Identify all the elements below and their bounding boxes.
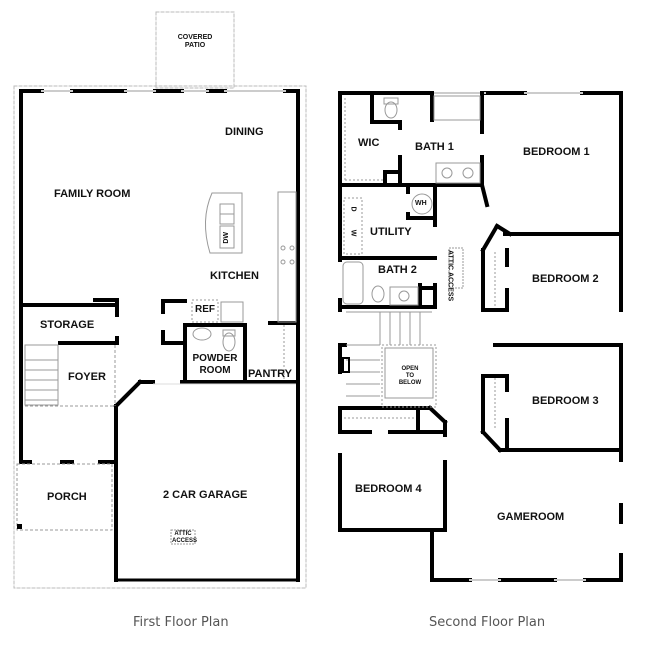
label-pantry: PANTRY <box>248 368 292 380</box>
label-attic-access-garage: ATTIC ACCESS <box>172 531 198 545</box>
attic-access-line2: ACCESS <box>172 537 198 544</box>
label-dining: DINING <box>225 126 264 138</box>
label-bedroom-3: BEDROOM 3 <box>532 395 599 407</box>
label-bedroom-4: BEDROOM 4 <box>355 483 422 495</box>
label-wic: WIC <box>358 137 380 149</box>
open-to-below-line1: OPEN <box>401 366 419 372</box>
open-to-below-line3: BELOW <box>398 379 422 386</box>
second-floor-walls <box>338 91 623 582</box>
caption-first-floor: First Floor Plan <box>133 615 229 630</box>
open-to-below-line2: TO <box>405 372 415 379</box>
label-attic-access-upper: ATTIC ACCESS <box>446 250 454 301</box>
second-floor-fixtures <box>342 95 496 430</box>
label-gameroom: GAMEROOM <box>497 511 565 523</box>
first-floor-fixtures <box>16 191 297 545</box>
label-family-room: FAMILY ROOM <box>54 188 131 200</box>
label-storage: STORAGE <box>40 319 95 331</box>
covered-patio-line1: COVERED <box>177 34 213 41</box>
label-dishwasher: DW <box>223 232 230 244</box>
label-refrigerator: REF <box>195 304 215 315</box>
label-water-heater: WH <box>415 200 427 207</box>
label-bedroom-1: BEDROOM 1 <box>523 146 590 158</box>
label-utility: UTILITY <box>370 226 412 238</box>
label-covered-patio: COVERED PATIO <box>170 34 220 50</box>
label-powder-room: POWDER ROOM <box>192 353 238 376</box>
first-floor-walls <box>13 11 307 589</box>
label-foyer: FOYER <box>68 371 106 383</box>
label-open-to-below: OPEN TO BELOW <box>393 366 427 387</box>
covered-patio-line2: PATIO <box>184 42 206 50</box>
attic-access-upper-line2: ACCESS <box>446 272 454 302</box>
label-bedroom-2: BEDROOM 2 <box>532 273 599 285</box>
label-porch: PORCH <box>47 491 87 503</box>
powder-room-line1: POWDER <box>192 353 238 364</box>
attic-access-line1: ATTIC <box>174 531 192 537</box>
powder-room-line2: ROOM <box>199 364 231 376</box>
label-bath-1: BATH 1 <box>415 141 454 153</box>
label-garage: 2 CAR GARAGE <box>163 489 248 501</box>
label-washer: W <box>349 229 357 237</box>
caption-second-floor: Second Floor Plan <box>429 615 546 630</box>
label-dryer: D <box>349 206 357 212</box>
label-bath-2: BATH 2 <box>378 264 417 276</box>
label-kitchen: KITCHEN <box>210 270 259 282</box>
attic-access-upper-line1: ATTIC <box>446 250 454 271</box>
